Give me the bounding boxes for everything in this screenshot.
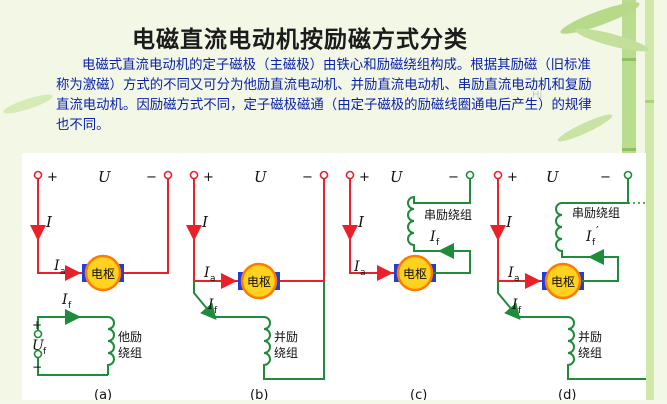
svg-text:并励: 并励 (274, 330, 298, 344)
svg-text:绕组: 绕组 (274, 346, 298, 360)
svg-text:U: U (390, 168, 404, 186)
svg-text:电枢: 电枢 (247, 274, 271, 289)
description-paragraph: 电磁式直流电动机的定子磁极（主磁极）由铁心和励磁绕组构成。根据其励磁（旧标准称为… (56, 58, 592, 133)
svg-text:I: I (429, 229, 436, 245)
svg-text:f: f (518, 306, 522, 316)
minus-label: − (146, 170, 157, 185)
svg-text:I: I (201, 213, 209, 231)
svg-text:f: f (214, 306, 218, 316)
green-wire-bottom (37, 357, 108, 376)
caption-c: (c) (410, 388, 427, 400)
svg-text:电枢: 电枢 (551, 274, 575, 289)
svg-text:电枢: 电枢 (403, 266, 427, 281)
svg-text:f: f (68, 301, 72, 311)
green-wire-top (37, 316, 108, 331)
current-label: I (45, 213, 53, 231)
field-voltage-label: U (32, 338, 45, 354)
svg-text:′: ′ (596, 224, 599, 238)
field-winding-coil (107, 316, 115, 375)
svg-text:+: + (32, 318, 42, 332)
voltage-label: U (98, 168, 112, 186)
svg-text:I: I (505, 213, 513, 231)
svg-text:U: U (546, 168, 560, 186)
svg-text:并励: 并励 (578, 330, 602, 344)
series-winding-label: 串励绕组 (424, 208, 472, 222)
circuit-diagrams: + U − I I a 电枢 I f + U f − 他励 绕组 (a) + U… (30, 168, 659, 403)
svg-text:−: − (32, 360, 42, 374)
svg-text:I: I (507, 265, 514, 281)
caption-a: (a) (94, 388, 112, 400)
svg-text:I: I (585, 229, 592, 245)
page-title: 电磁直流电动机按励磁方式分类 (132, 26, 468, 53)
field-current-label: I (61, 292, 68, 308)
armature-circle (84, 254, 122, 292)
svg-text:+: + (507, 170, 518, 185)
svg-text:a: a (514, 274, 520, 284)
svg-text:I: I (203, 265, 210, 281)
svg-text:I: I (207, 297, 214, 313)
svg-text:绕组: 绕组 (578, 346, 602, 360)
svg-text:a: a (60, 267, 66, 277)
svg-text:I: I (511, 297, 518, 313)
svg-text:−: − (302, 170, 313, 185)
red-wire-left (37, 179, 84, 274)
svg-text:I: I (353, 259, 360, 275)
terminal-minus (163, 170, 173, 180)
watermark: Hi (532, 90, 543, 101)
armature-current-label: I (53, 258, 60, 274)
circuit-c: + U − I I a 电枢 串励绕组 I f (c) (342, 168, 475, 403)
svg-text:I: I (357, 213, 365, 231)
circuit-d: + U − I I a 电枢 串励绕组 I f ′ I f 并励 绕组 (d) (490, 168, 659, 403)
svg-text:U: U (254, 168, 268, 186)
svg-text:f: f (592, 238, 596, 248)
circuit-a: + U − I I a 电枢 I f + U f − 他励 绕组 (a) (30, 168, 173, 403)
caption-d: (d) (558, 388, 576, 400)
svg-text:f: f (43, 347, 47, 357)
svg-text:+: + (203, 170, 214, 185)
svg-text:串励绕组: 串励绕组 (572, 206, 620, 220)
red-wire-right (122, 179, 169, 274)
plus-label: + (47, 170, 58, 185)
svg-text:a: a (360, 268, 366, 278)
winding-label-top: 他励 (118, 330, 142, 344)
svg-text:+: + (359, 170, 370, 185)
circuit-b: + U − I I a 电枢 I f 并励 绕组 (b) (186, 168, 329, 403)
circuit-panel: + U − I I a 电枢 I f + U f − 他励 绕组 (a) + U… (22, 153, 659, 403)
armature-label: 电枢 (91, 266, 115, 281)
svg-text:f: f (436, 238, 440, 248)
caption-b: (b) (250, 388, 268, 400)
terminal-plus (33, 170, 43, 180)
svg-text:a: a (210, 274, 216, 284)
svg-text:−: − (448, 170, 459, 185)
winding-label-bottom: 绕组 (118, 346, 142, 360)
svg-text:−: − (600, 170, 611, 185)
